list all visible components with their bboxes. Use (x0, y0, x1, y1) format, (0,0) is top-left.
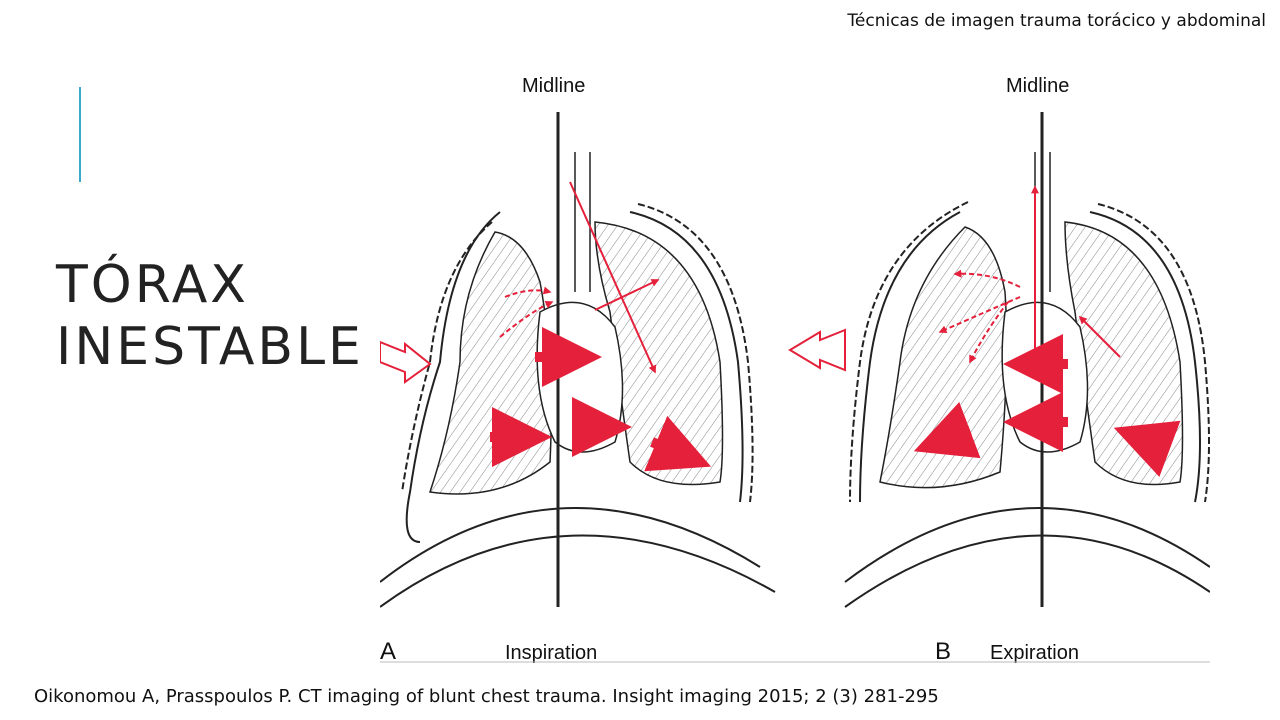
slide-title: TÓRAX INESTABLE (56, 254, 364, 378)
panel-a-midline-label: Midline (522, 75, 585, 97)
accent-bar (79, 87, 81, 182)
flail-chest-figure: Midline A Inspiration (380, 62, 1210, 665)
panel-b-midline-label: Midline (1006, 75, 1069, 97)
citation: Oikonomou A, Prasspoulos P. CT imaging o… (34, 686, 939, 707)
panel-a: Midline A Inspiration (380, 75, 776, 665)
panel-a-letter: A (380, 638, 396, 665)
panel-b-phase-label: Expiration (990, 642, 1079, 664)
header-note: Técnicas de imagen trauma torácico y abd… (847, 11, 1266, 31)
panel-b: Midline B Expiration (788, 75, 1210, 665)
panel-b-letter: B (935, 638, 951, 665)
panel-a-phase-label: Inspiration (505, 642, 597, 664)
slide-title-line1: TÓRAX (56, 255, 249, 315)
slide-title-line2: INESTABLE (56, 317, 364, 377)
